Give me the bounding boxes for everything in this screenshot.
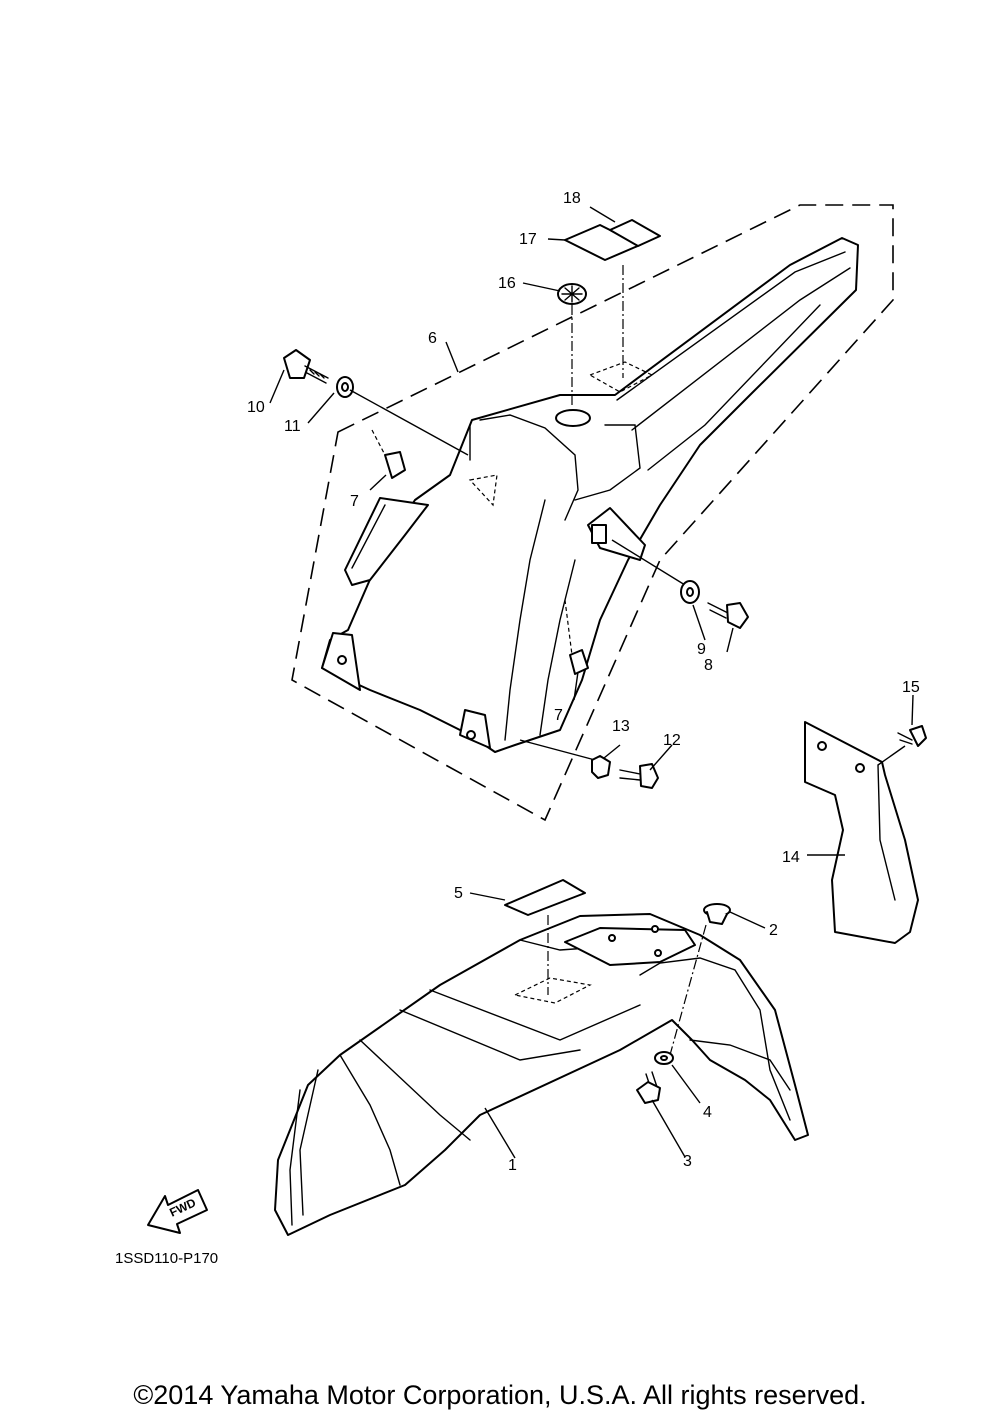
callout-15: 15 <box>902 679 920 696</box>
callout-18: 18 <box>563 190 581 207</box>
washer-9[interactable] <box>680 580 700 604</box>
bolt-8[interactable] <box>707 602 749 629</box>
washer-4[interactable] <box>654 1051 674 1065</box>
callout-2: 2 <box>769 922 778 939</box>
callout-14: 14 <box>782 849 800 866</box>
mud-flap-14[interactable] <box>804 721 919 944</box>
screw-15[interactable] <box>897 725 927 747</box>
callout-10: 10 <box>247 399 265 416</box>
callout-13: 13 <box>612 718 630 735</box>
rear-fender-assembly-boundary <box>291 204 894 822</box>
callout-7-upper: 7 <box>350 493 359 510</box>
callout-1: 1 <box>508 1157 517 1174</box>
clip-lower[interactable] <box>569 649 589 675</box>
rear-fender[interactable] <box>321 237 859 753</box>
copyright-notice: ©2014 Yamaha Motor Corporation, U.S.A. A… <box>133 1380 867 1410</box>
clip-upper[interactable] <box>384 451 406 479</box>
callout-11: 11 <box>284 418 301 435</box>
bolt-10[interactable] <box>283 349 329 384</box>
callout-9: 9 <box>697 641 706 658</box>
callout-4: 4 <box>703 1104 712 1121</box>
callout-5: 5 <box>454 885 463 902</box>
callout-3: 3 <box>683 1153 692 1170</box>
grommet-2[interactable] <box>703 903 731 925</box>
bolt-12[interactable] <box>619 763 659 789</box>
callout-7-lower: 7 <box>554 707 563 724</box>
diagram-reference-code: 1SSD110-P170 <box>115 1250 218 1267</box>
washer-11[interactable] <box>336 376 354 398</box>
bolt-3[interactable] <box>636 1071 661 1104</box>
callout-16: 16 <box>498 275 516 292</box>
label-18[interactable] <box>609 219 661 247</box>
emblem-16[interactable] <box>557 283 587 305</box>
forward-direction-arrow: FWD <box>147 1189 208 1234</box>
callout-6: 6 <box>428 330 437 347</box>
sticker-5[interactable] <box>504 879 586 916</box>
callout-8: 8 <box>704 657 713 674</box>
callout-17: 17 <box>519 231 537 248</box>
callout-12: 12 <box>663 732 681 749</box>
front-fender[interactable] <box>274 913 809 1236</box>
collar-13[interactable] <box>591 755 611 779</box>
